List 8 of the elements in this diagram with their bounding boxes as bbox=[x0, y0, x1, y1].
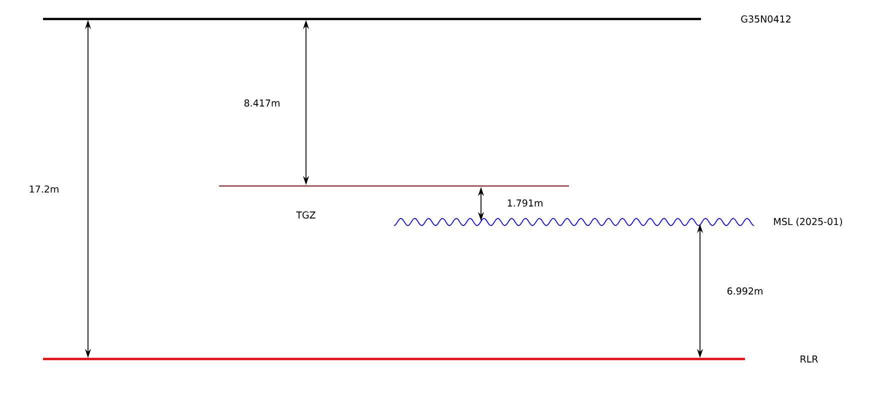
dimension-label: 8.417m bbox=[244, 99, 280, 107]
dimension-label: 17.2m bbox=[30, 185, 58, 193]
dimension-label: 6.992m bbox=[727, 287, 762, 295]
level-label: RLR bbox=[800, 356, 818, 362]
level-label: MSL (2025-01) bbox=[774, 218, 842, 226]
level-label: TGZ bbox=[296, 211, 316, 219]
level-label: G35N0412 bbox=[741, 15, 790, 23]
dimension-label: 1.791m bbox=[508, 199, 542, 207]
